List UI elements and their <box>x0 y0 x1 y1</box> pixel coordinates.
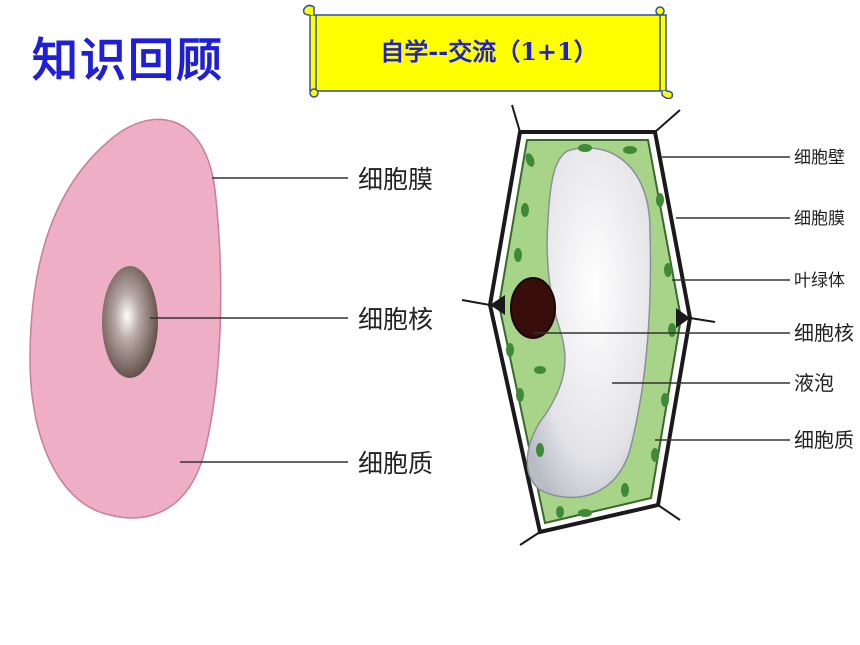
plant-label-wall: 细胞壁 <box>794 148 845 168</box>
plant-label-cytoplasm: 细胞质 <box>794 428 854 452</box>
animal-label-nucleus: 细胞核 <box>358 305 433 334</box>
plant-cell <box>461 104 790 546</box>
page-title: 知识回顾 <box>32 33 224 87</box>
plant-label-nucleus: 细胞核 <box>794 321 854 345</box>
animal-cell <box>29 118 348 519</box>
chloroplasts <box>506 144 676 518</box>
plant-vacuole <box>526 147 652 499</box>
plant-label-vacuole: 液泡 <box>794 371 834 395</box>
animal-label-membrane: 细胞膜 <box>358 165 433 194</box>
plant-label-chloroplast: 叶绿体 <box>794 271 845 291</box>
plant-nucleus <box>510 277 556 339</box>
banner-text: 自学--交流（1+1） <box>380 37 598 66</box>
animal-nucleus <box>102 266 158 378</box>
banner-scroll <box>302 4 674 99</box>
animal-label-cytoplasm: 细胞质 <box>358 449 433 478</box>
plant-label-membrane: 细胞膜 <box>794 209 845 229</box>
